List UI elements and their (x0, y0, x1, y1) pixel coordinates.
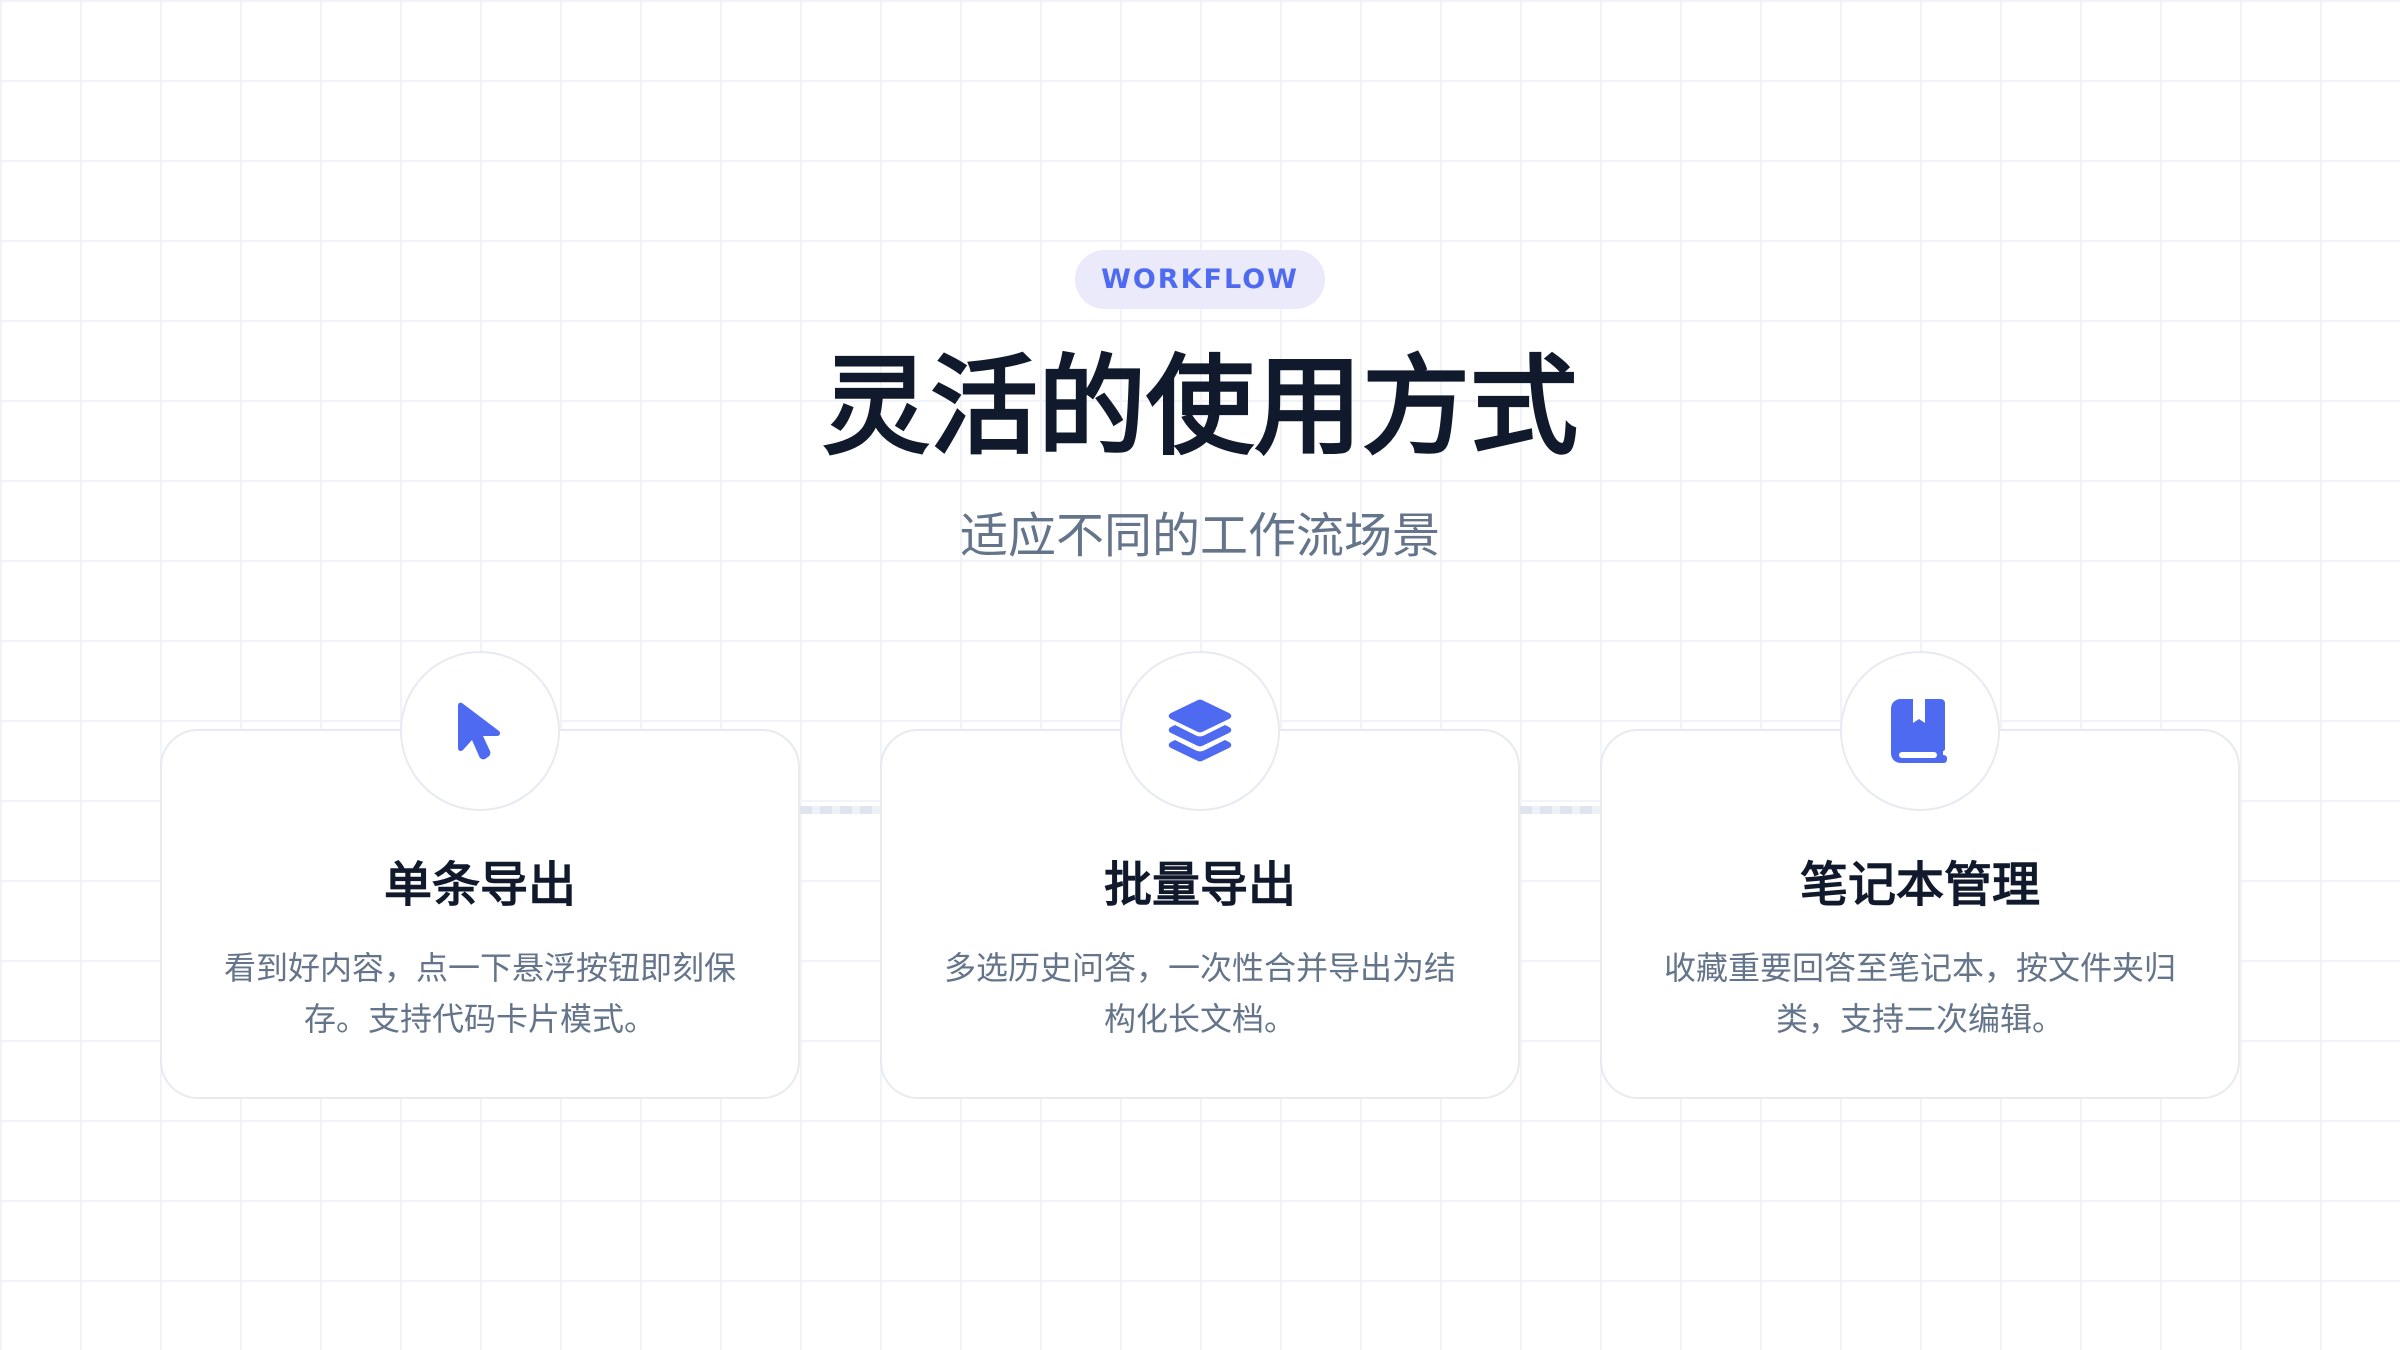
layers-icon (1167, 698, 1233, 764)
page-title: 灵活的使用方式 (821, 345, 1578, 470)
cursor-pointer-icon (458, 701, 502, 761)
card-description: 收藏重要回答至笔记本，按文件夹归类，支持二次编辑。 (1664, 949, 2177, 1038)
card-title: 笔记本管理 (1799, 857, 2040, 913)
card-description: 多选历史问答，一次性合并导出为结构化长文档。 (944, 949, 1457, 1038)
book-bookmark-icon (1891, 699, 1949, 763)
icon-badge (400, 651, 560, 811)
card-description: 看到好内容，点一下悬浮按钮即刻保存。支持代码卡片模式。 (224, 949, 737, 1038)
page-subtitle: 适应不同的工作流场景 (959, 508, 1440, 564)
feature-card-notebook: 笔记本管理 收藏重要回答至笔记本，按文件夹归类，支持二次编辑。 (1600, 729, 2240, 1099)
card-connector (1520, 806, 1600, 814)
card-title: 单条导出 (383, 857, 576, 913)
icon-badge (1120, 651, 1280, 811)
icon-badge (1840, 651, 2000, 811)
badge-label: WORKFLOW (1101, 264, 1299, 295)
card-connector (800, 806, 880, 814)
card-title: 批量导出 (1103, 857, 1296, 913)
section-badge: WORKFLOW (1075, 250, 1325, 309)
